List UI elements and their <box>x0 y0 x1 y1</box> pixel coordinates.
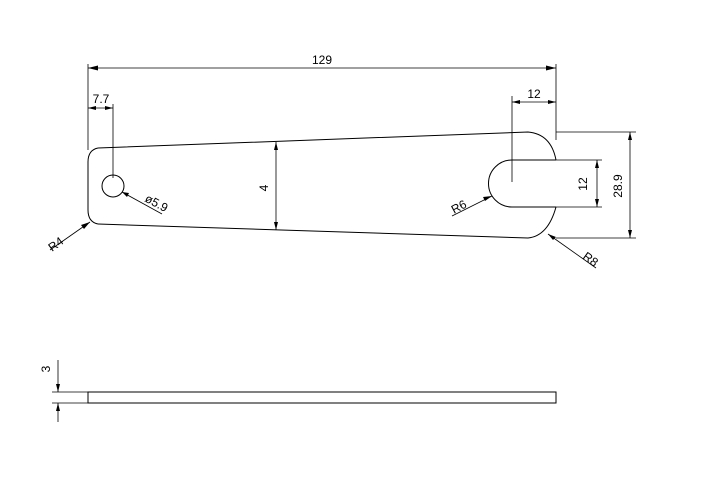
dim-thickness-text: 3 <box>39 365 53 372</box>
dim-overall-length: 129 <box>87 53 557 150</box>
mounting-hole <box>101 174 125 198</box>
dim-radius-right-text: R8 <box>580 249 601 270</box>
dim-radius-slot-text: R6 <box>449 197 469 217</box>
dim-slot-offset: 12 <box>511 87 556 182</box>
plate-left-end <box>87 147 99 225</box>
dim-slot-width-text: 12 <box>576 177 590 191</box>
dim-mid-height-text: 4 <box>257 184 271 191</box>
dim-hole-diameter-text: ø5.9 <box>143 191 171 215</box>
dim-end-height-text: 28.9 <box>611 174 625 198</box>
dim-overall-length-text: 129 <box>312 53 332 67</box>
dim-radius-left: R4 <box>46 221 91 255</box>
dim-thickness: 3 <box>39 360 88 422</box>
dim-radius-right: R8 <box>547 233 601 270</box>
plate-side-view <box>87 391 557 404</box>
slot-outline <box>488 159 556 208</box>
dim-hole-offset: 7.7 <box>88 92 113 110</box>
dim-slot-width: 12 <box>556 159 602 208</box>
dim-hole-offset-text: 7.7 <box>93 92 110 106</box>
plate-side-outline <box>87 391 557 404</box>
dim-radius-left-text: R4 <box>46 234 67 255</box>
dim-radius-slot: R6 <box>449 195 493 217</box>
dim-hole-diameter: ø5.9 <box>121 191 171 215</box>
plate-top-view <box>87 104 557 239</box>
plate-bottom-edge <box>97 206 557 239</box>
dim-mid-height: 4 <box>257 142 278 230</box>
dim-slot-offset-text: 12 <box>527 87 541 101</box>
plate-top-edge <box>97 131 557 161</box>
dim-end-height: 28.9 <box>556 131 636 239</box>
